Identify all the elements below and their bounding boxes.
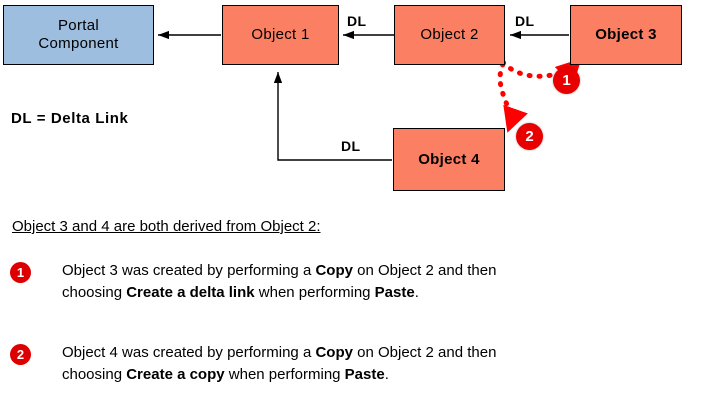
note-2-line1-pre: Object 4 was created by performing a xyxy=(62,344,316,361)
box-object-3-label: Object 3 xyxy=(595,26,657,43)
note-2-line2-post: . xyxy=(384,366,389,383)
box-object-2-label: Object 2 xyxy=(420,26,479,43)
diagram-badge-1: 1 xyxy=(553,67,580,94)
note-1-line2-bold2: Paste xyxy=(374,284,415,301)
note-badge-2: 2 xyxy=(10,344,31,365)
label-dl-object4-to-object1: DL xyxy=(341,138,361,154)
note-badge-1: 1 xyxy=(10,262,31,283)
box-portal-component-label: Portal Component xyxy=(38,17,119,52)
box-object-2[interactable]: Object 2 xyxy=(394,5,505,65)
note-1-line2-post: . xyxy=(414,284,419,301)
label-dl-object2-to-object1: DL xyxy=(347,13,367,29)
note-1-line1-pre: Object 3 was created by performing a xyxy=(62,262,316,279)
arrow-object4-to-object1 xyxy=(273,72,392,161)
box-object-4-label: Object 4 xyxy=(418,150,480,168)
note-2-line1-bold: Copy xyxy=(315,344,353,361)
note-1-line2-mid: when performing xyxy=(254,284,375,301)
note-1-line2-pre: choosing xyxy=(62,284,127,301)
dotted-arrow-copy-2 xyxy=(497,61,528,133)
note-2-line2-bold: Create a copy xyxy=(126,366,225,383)
legend-delta-link: DL = Delta Link xyxy=(11,110,129,127)
note-text-2: Object 4 was created by performing a Cop… xyxy=(62,342,702,386)
notes-heading: Object 3 and 4 are both derived from Obj… xyxy=(12,218,321,235)
box-object-1-label: Object 1 xyxy=(251,26,310,43)
box-object-3[interactable]: Object 3 xyxy=(570,5,682,65)
note-text-1: Object 3 was created by performing a Cop… xyxy=(62,260,702,304)
label-dl-object3-to-object2: DL xyxy=(515,13,535,29)
diagram-badge-2: 2 xyxy=(516,123,543,150)
note-2-line2-bold2: Paste xyxy=(344,366,385,383)
note-2-line1-post: on Object 2 and then xyxy=(352,344,497,361)
note-1-line2-bold: Create a delta link xyxy=(126,284,255,301)
note-1-line1-bold: Copy xyxy=(315,262,353,279)
note-2-line2-pre: choosing xyxy=(62,366,127,383)
box-portal-component[interactable]: Portal Component xyxy=(3,5,154,65)
box-object-1[interactable]: Object 1 xyxy=(222,5,339,65)
note-2-line2-mid: when performing xyxy=(224,366,345,383)
note-1-line1-post: on Object 2 and then xyxy=(352,262,497,279)
box-object-4[interactable]: Object 4 xyxy=(393,128,505,191)
